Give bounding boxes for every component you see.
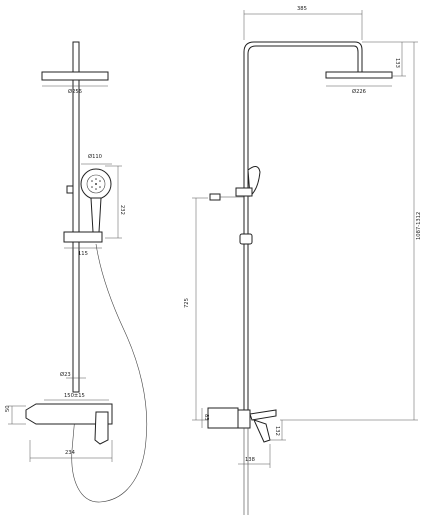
side-view: 385 Ø226 133 1087-1312 725 bbox=[184, 6, 422, 515]
front-hand-height-label: 232 bbox=[119, 205, 125, 215]
side-slider-knob bbox=[239, 233, 253, 245]
side-diverter bbox=[209, 193, 221, 201]
side-mixer-lever bbox=[249, 409, 277, 421]
side-hand-holder bbox=[235, 187, 253, 197]
front-mixer-lever bbox=[94, 411, 109, 445]
side-riser-height-label: 725 bbox=[184, 298, 190, 308]
front-pipe-diameter-label: Ø23 bbox=[60, 371, 71, 378]
side-mixer-offset-label: 138 bbox=[245, 457, 255, 463]
side-head-diameter-label: Ø226 bbox=[352, 88, 366, 95]
front-riser-pipe bbox=[72, 41, 80, 393]
front-hand-diameter-label: Ø110 bbox=[88, 153, 102, 160]
side-arm-length-label: 385 bbox=[297, 6, 307, 12]
side-riser-and-arm bbox=[243, 41, 363, 420]
front-hand-shower-inner bbox=[86, 174, 106, 194]
side-shower-head bbox=[325, 71, 393, 79]
front-centers-label: 150±15 bbox=[64, 393, 85, 399]
front-hand-spray-dots bbox=[91, 178, 101, 190]
front-shower-head bbox=[41, 71, 109, 81]
side-mixer-body bbox=[237, 409, 251, 429]
side-riser-and-arm-inner bbox=[247, 45, 359, 420]
front-view: Ø256 Ø110 232 115 Ø23 bbox=[5, 41, 148, 503]
front-diverter-knob bbox=[66, 185, 74, 194]
front-head-diameter-label: Ø256 bbox=[68, 88, 82, 95]
front-shower-hose bbox=[71, 243, 148, 503]
front-mixer-body bbox=[25, 403, 113, 425]
side-head-drop-label: 133 bbox=[394, 58, 400, 68]
side-mixer-spout bbox=[253, 419, 271, 443]
front-mixer-width-label: 234 bbox=[65, 450, 76, 456]
front-mixer-height-label: 50 bbox=[5, 405, 11, 412]
side-total-height-label: 1087-1312 bbox=[416, 212, 422, 240]
front-hand-shower-handle bbox=[90, 197, 102, 233]
front-holder-width-label: 115 bbox=[78, 251, 88, 257]
side-inlet-height-label: 83 bbox=[203, 414, 209, 421]
front-slide-holder bbox=[63, 231, 103, 243]
side-mixer-depth-label: 132 bbox=[274, 426, 280, 436]
side-mixer-wall-plate bbox=[207, 407, 239, 429]
